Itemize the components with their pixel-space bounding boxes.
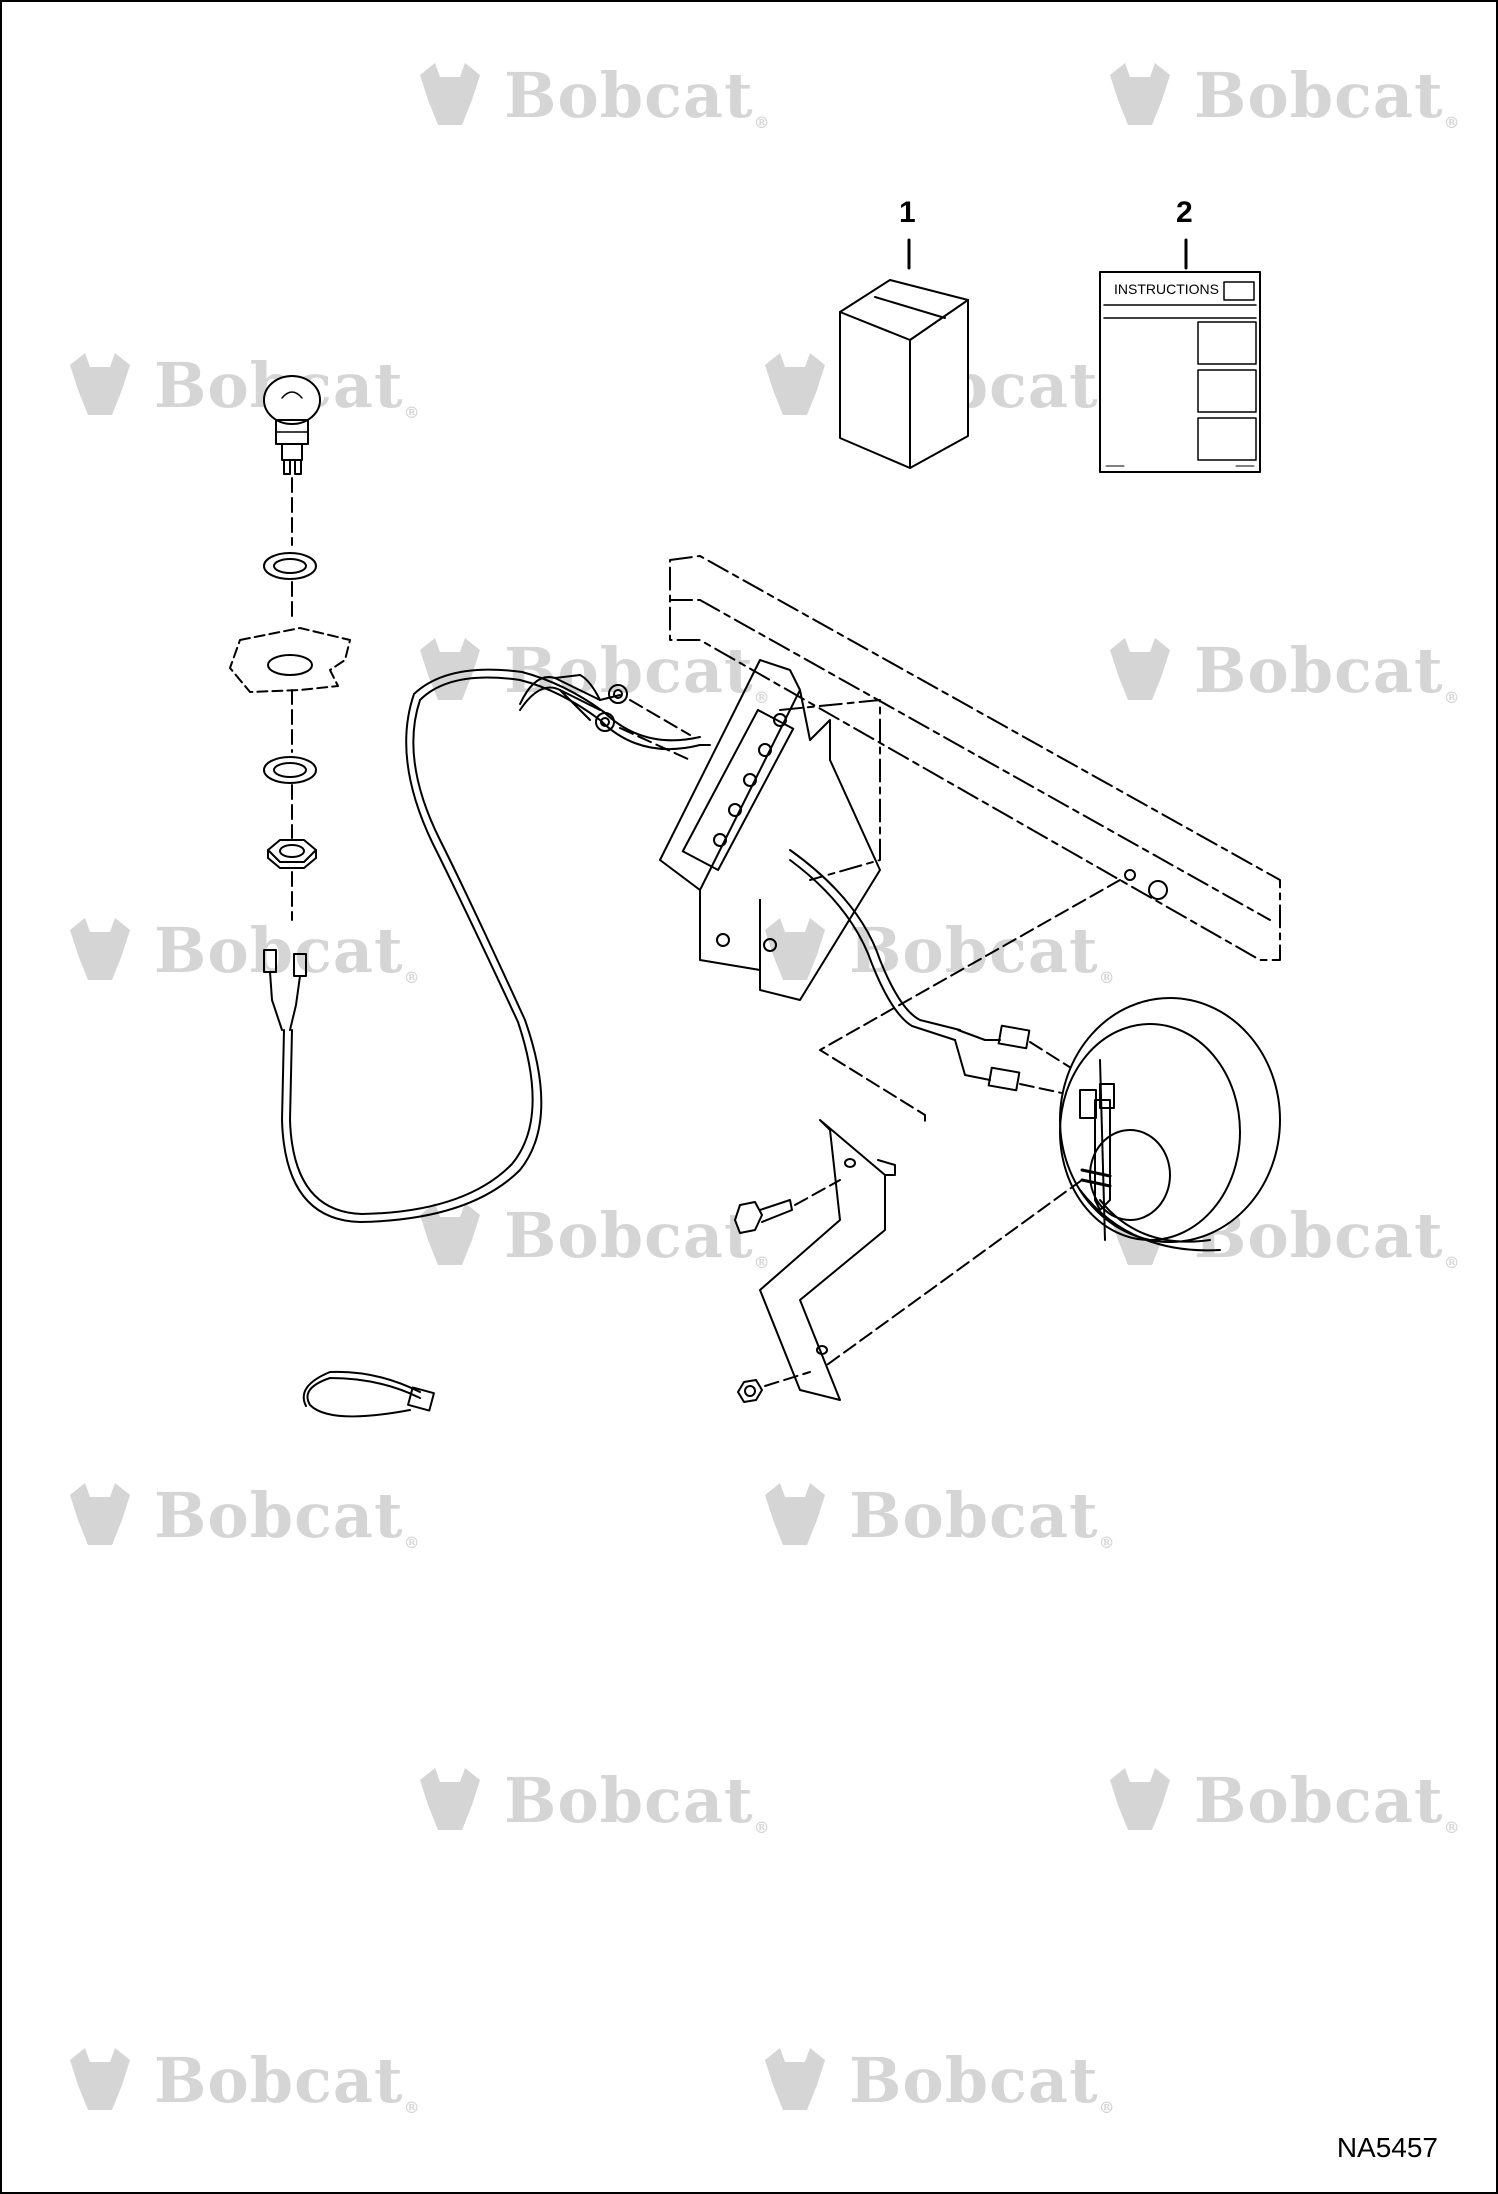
instructions-sheet-icon xyxy=(1099,238,1261,473)
hex-nut-icon xyxy=(267,839,317,869)
horn-button-icon xyxy=(263,375,321,475)
wire-harness-icon xyxy=(263,668,711,1223)
callout-1: 1 xyxy=(899,196,916,229)
horn-icon xyxy=(1059,997,1281,1252)
lock-washer-icon xyxy=(263,756,317,784)
cable-tie-icon xyxy=(302,1370,435,1418)
terminal-block-icon xyxy=(659,659,881,1001)
bolt-icon xyxy=(734,1199,793,1234)
washer-icon xyxy=(263,552,317,580)
figure-id: NA5457 xyxy=(1336,2132,1438,2163)
frame-rail-icon xyxy=(669,555,1281,961)
parts-box-icon xyxy=(839,238,969,469)
nut-icon xyxy=(737,1379,763,1403)
mounting-bracket-icon xyxy=(759,1119,896,1401)
instructions-title: INSTRUCTIONS xyxy=(1114,281,1219,297)
panel-cutout-icon xyxy=(229,627,351,693)
callout-2: 2 xyxy=(1176,196,1193,229)
